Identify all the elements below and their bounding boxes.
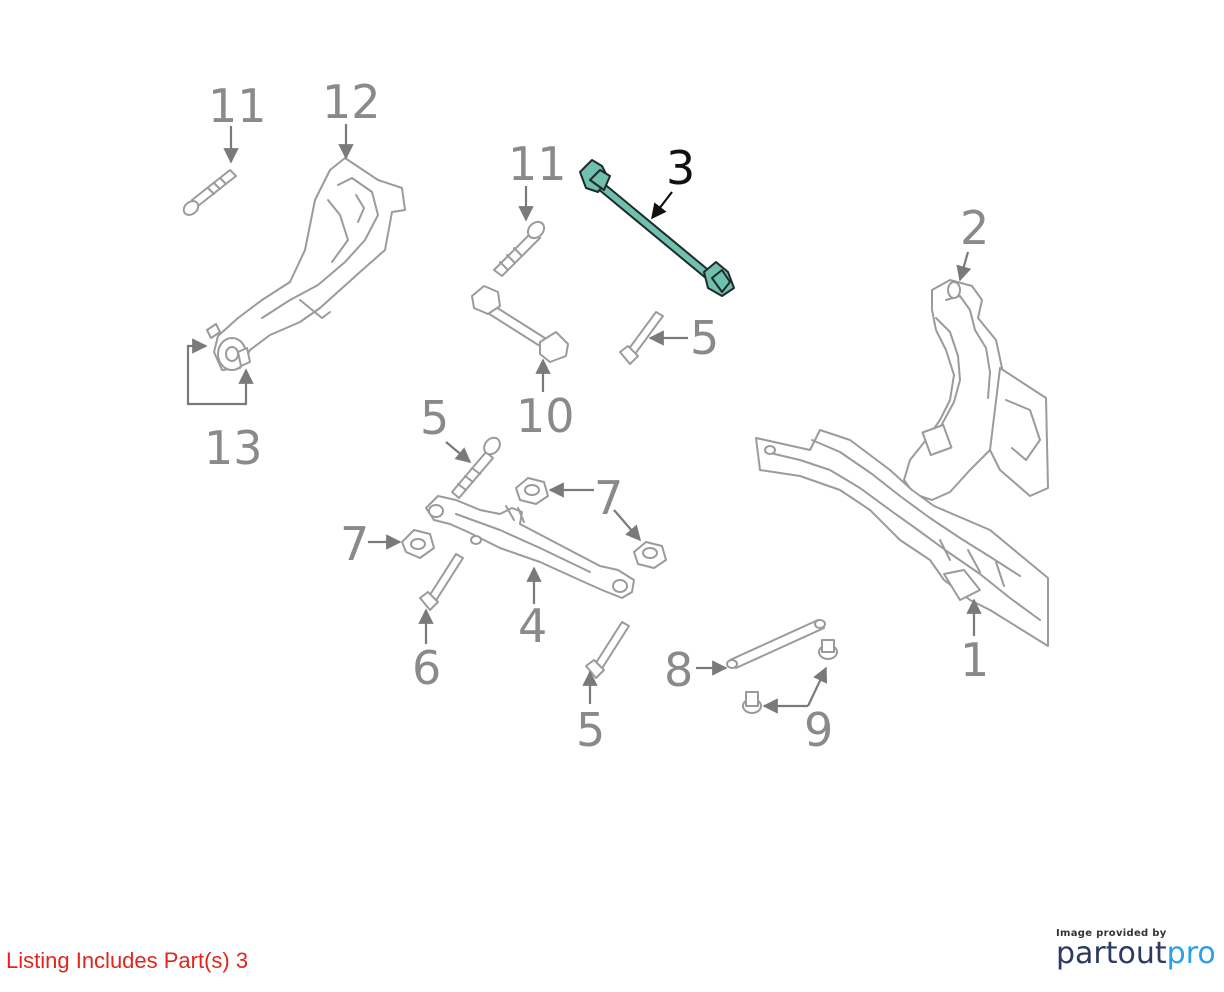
callout-9: 9	[804, 703, 833, 757]
part-1-subframe-rail	[755, 429, 1049, 647]
part-7-nut-upper	[515, 477, 549, 505]
credit-caption: Image provided by	[1056, 928, 1167, 939]
part-7-nut-right	[633, 541, 667, 569]
part-5-bolt-upper	[619, 311, 664, 365]
part-9-clip-upper	[818, 639, 838, 660]
logo-part-b: pro	[1166, 936, 1216, 971]
part-12-knuckle	[213, 157, 406, 371]
callout-6: 6	[412, 641, 441, 695]
part-6-bolt	[419, 553, 464, 611]
callout-5-upper: 5	[690, 311, 719, 365]
callout-2: 2	[960, 201, 989, 255]
callout-8: 8	[664, 643, 693, 697]
listing-includes-text: Listing Includes Part(s) 3	[6, 948, 249, 973]
callout-11-middle: 11	[508, 137, 567, 191]
callout-4: 4	[518, 599, 547, 653]
part-5-bolt-middle	[451, 436, 501, 499]
callout-3: 3	[666, 141, 695, 195]
callout-12: 12	[322, 75, 381, 129]
part-9-clip-lower	[742, 691, 762, 714]
part-11-bolt-left	[182, 169, 237, 216]
callout-7-upper: 7	[594, 471, 623, 525]
callout-7-left: 7	[340, 517, 369, 571]
image-credit: Image provided by partoutpro	[1056, 928, 1216, 971]
part-8-strap	[726, 619, 826, 669]
callout-1: 1	[960, 633, 989, 687]
part-4-lower-arm	[425, 495, 635, 599]
part-7-nut-left	[401, 529, 435, 559]
part-11-bolt-middle	[493, 220, 546, 277]
callout-5-lower: 5	[576, 703, 605, 757]
part-2-mount-bracket	[903, 279, 1049, 501]
callout-5-middle: 5	[420, 391, 449, 445]
callout-11-left: 11	[208, 79, 267, 133]
callout-labels: 3 11 12 13 11 10 5 2 5 7 7 4 6 5 8 9 1	[204, 75, 989, 757]
callout-13: 13	[204, 421, 263, 475]
leader-lines	[186, 124, 982, 714]
part-13-bushing-bolts	[206, 323, 251, 367]
part-10-link	[471, 285, 569, 363]
partoutpro-logo: partoutpro	[1056, 936, 1216, 971]
callout-10: 10	[516, 389, 575, 443]
part-3-lateral-link-highlighted	[579, 159, 735, 297]
part-5-bolt-lower	[585, 621, 630, 679]
logo-part-a: partout	[1056, 936, 1167, 971]
